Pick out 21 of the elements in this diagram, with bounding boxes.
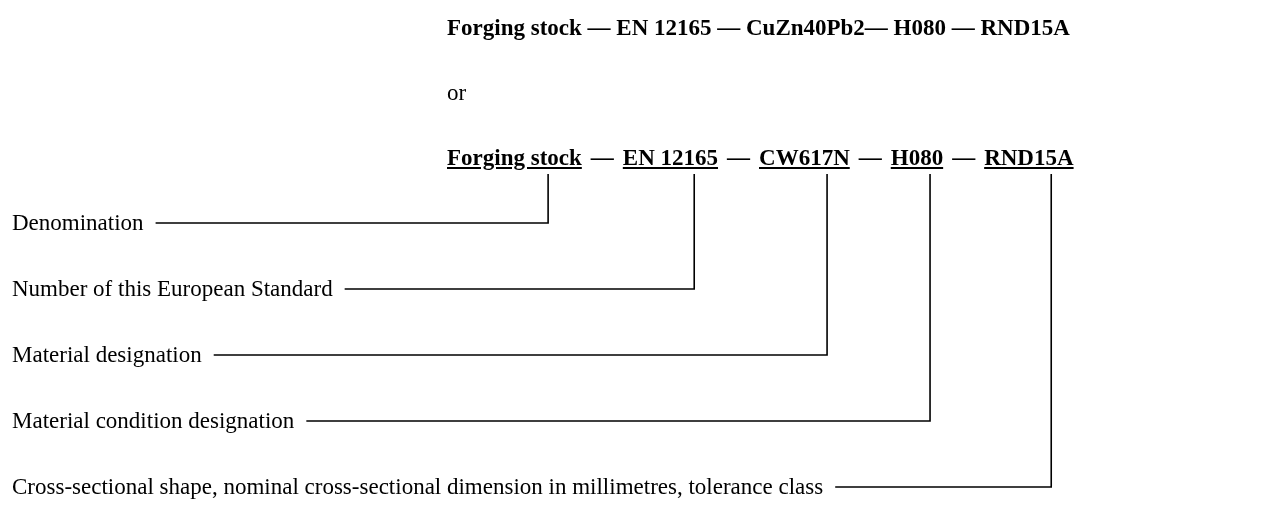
designation-part: H080 [890, 144, 944, 172]
leader-line [212, 173, 828, 356]
leader-line [305, 173, 931, 422]
leader-line [834, 173, 1053, 488]
designation-part: EN 12165 [622, 144, 718, 172]
leader-line [343, 173, 695, 290]
designation-part: CW617N [759, 144, 850, 172]
designation-part: RND15A [984, 144, 1074, 172]
dash-separator: — [727, 144, 750, 172]
description-text: Denomination [12, 209, 144, 237]
description-text: Material designation [12, 341, 202, 369]
description-text: Cross-sectional shape, nominal cross-sectional dimension in millimetres, tolerance class [12, 473, 824, 501]
designation-text: Forging stock — EN 12165 — CuZn40Pb2— H080 — RND15A [447, 14, 1070, 42]
connecting-word: or [447, 79, 467, 107]
dash-separator: — [952, 144, 976, 172]
designation-part: Forging stock [447, 144, 582, 172]
description-text: Material condition designation [12, 407, 295, 435]
dash-separator: — [590, 144, 614, 172]
description-text: Number of this European Standard [12, 275, 333, 303]
dash-separator: — [858, 144, 882, 172]
leader-line [154, 173, 549, 224]
